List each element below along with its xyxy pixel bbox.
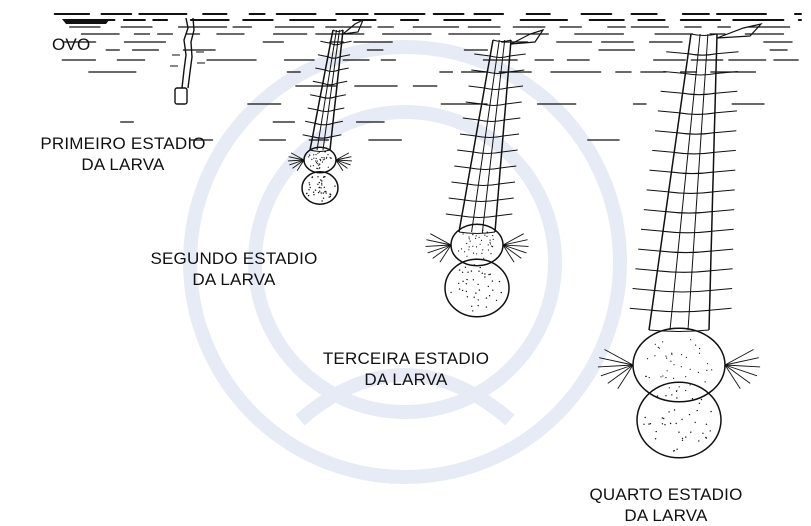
label-third-line2: DA LARVA [296, 369, 516, 390]
label-fourth-line1: QUARTO ESTADIO [566, 484, 766, 505]
label-egg: OVO [52, 34, 90, 55]
larva-first-instar [170, 18, 205, 104]
label-second-line1: SEGUNDO ESTADIO [126, 248, 342, 269]
label-second-line2: DA LARVA [126, 269, 342, 290]
label-fourth-line2: DA LARVA [566, 505, 766, 526]
label-first-line2: DA LARVA [14, 154, 232, 175]
label-second-instar: SEGUNDO ESTADIO DA LARVA [126, 248, 342, 290]
label-first-line1: PRIMEIRO ESTADIO [14, 133, 232, 154]
label-fourth-instar: QUARTO ESTADIO DA LARVA [566, 484, 766, 526]
label-first-instar: PRIMEIRO ESTADIO DA LARVA [14, 133, 232, 175]
label-egg-text: OVO [52, 34, 90, 55]
label-third-instar: TERCEIRA ESTADIO DA LARVA [296, 348, 516, 390]
water-surface [55, 14, 801, 140]
label-third-line1: TERCEIRA ESTADIO [296, 348, 516, 369]
egg-raft [62, 19, 110, 24]
